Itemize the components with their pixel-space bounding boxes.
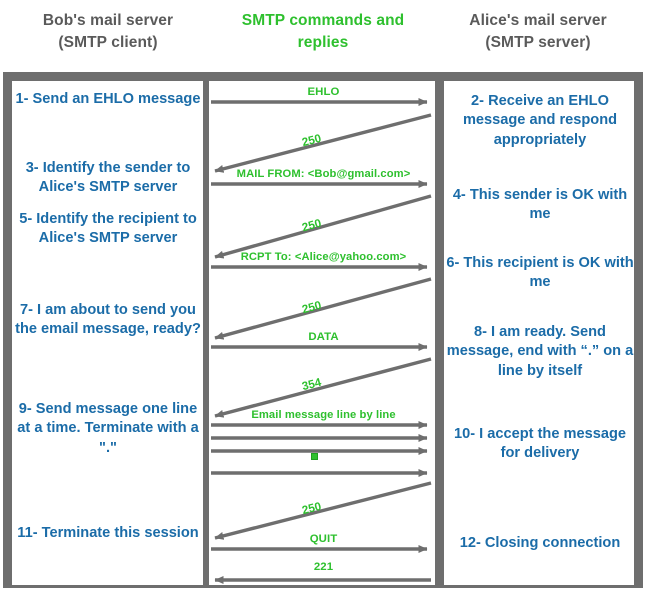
label-ehlo: EHLO [307, 86, 340, 98]
client-step-11: 11- Terminate this session [17, 525, 199, 541]
client-step-3: 3- Identify the sender to Alice's SMTP s… [25, 160, 191, 196]
server-panel [435, 72, 643, 594]
client-panel [3, 72, 212, 594]
header-server: Alice's mail server (SMTP server) [438, 10, 638, 54]
label-quit: QUIT [309, 533, 338, 545]
server-step-2: 2- Receive an EHLO message and respond a… [462, 93, 618, 148]
arrow-reply-250-a [214, 113, 432, 173]
header-middle: SMTP commands and replies [218, 10, 428, 54]
label-rcpt-to: RCPT To: <Alice@yahoo.com> [240, 251, 407, 263]
client-step-1: 1- Send an EHLO message [15, 91, 201, 107]
arrow-layer [211, 98, 432, 584]
arrow-reply-250-c [214, 277, 432, 340]
label-mail-from: MAIL FROM: <Bob@gmail.com> [236, 168, 411, 180]
client-step-9: 9- Send message one line at a time. Term… [17, 401, 199, 456]
header-server-line2: (SMTP server) [485, 34, 591, 51]
bottom-strip [0, 588, 646, 597]
header-client-line2: (SMTP client) [58, 34, 158, 51]
header-middle-line2: replies [297, 34, 349, 51]
header-server-line1: Alice's mail server [469, 12, 607, 29]
header-client-line1: Bob's mail server [42, 12, 174, 29]
server-step-6: 6- This recipient is OK with me [446, 255, 634, 291]
client-step-7: 7- I am about to send you the email mess… [15, 302, 201, 338]
server-step-12: 12- Closing connection [459, 535, 621, 551]
arrow-reply-250-d [214, 481, 432, 540]
dot-terminator-marker [311, 453, 318, 460]
header-client: Bob's mail server (SMTP client) [8, 10, 208, 54]
arrow-reply-354 [214, 357, 432, 418]
label-data: DATA [308, 331, 339, 343]
arrow-reply-250-b [214, 194, 432, 259]
header-middle-line1: SMTP commands and [241, 12, 405, 29]
server-step-8: 8- I am ready. Send message, end with “.… [446, 324, 634, 379]
client-step-5: 5- Identify the recipient to Alice's SMT… [19, 211, 197, 247]
label-email-message: Email message line by line [251, 409, 396, 421]
message-lane: EHLO MAIL FROM: <Bob@gmail.com> RCPT To:… [209, 72, 438, 594]
server-step-4: 4- This sender is OK with me [452, 187, 628, 223]
message-lane-panel [209, 72, 438, 594]
server-step-10: 10- I accept the message for delivery [454, 426, 626, 462]
label-reply-221: 221 [313, 561, 334, 573]
